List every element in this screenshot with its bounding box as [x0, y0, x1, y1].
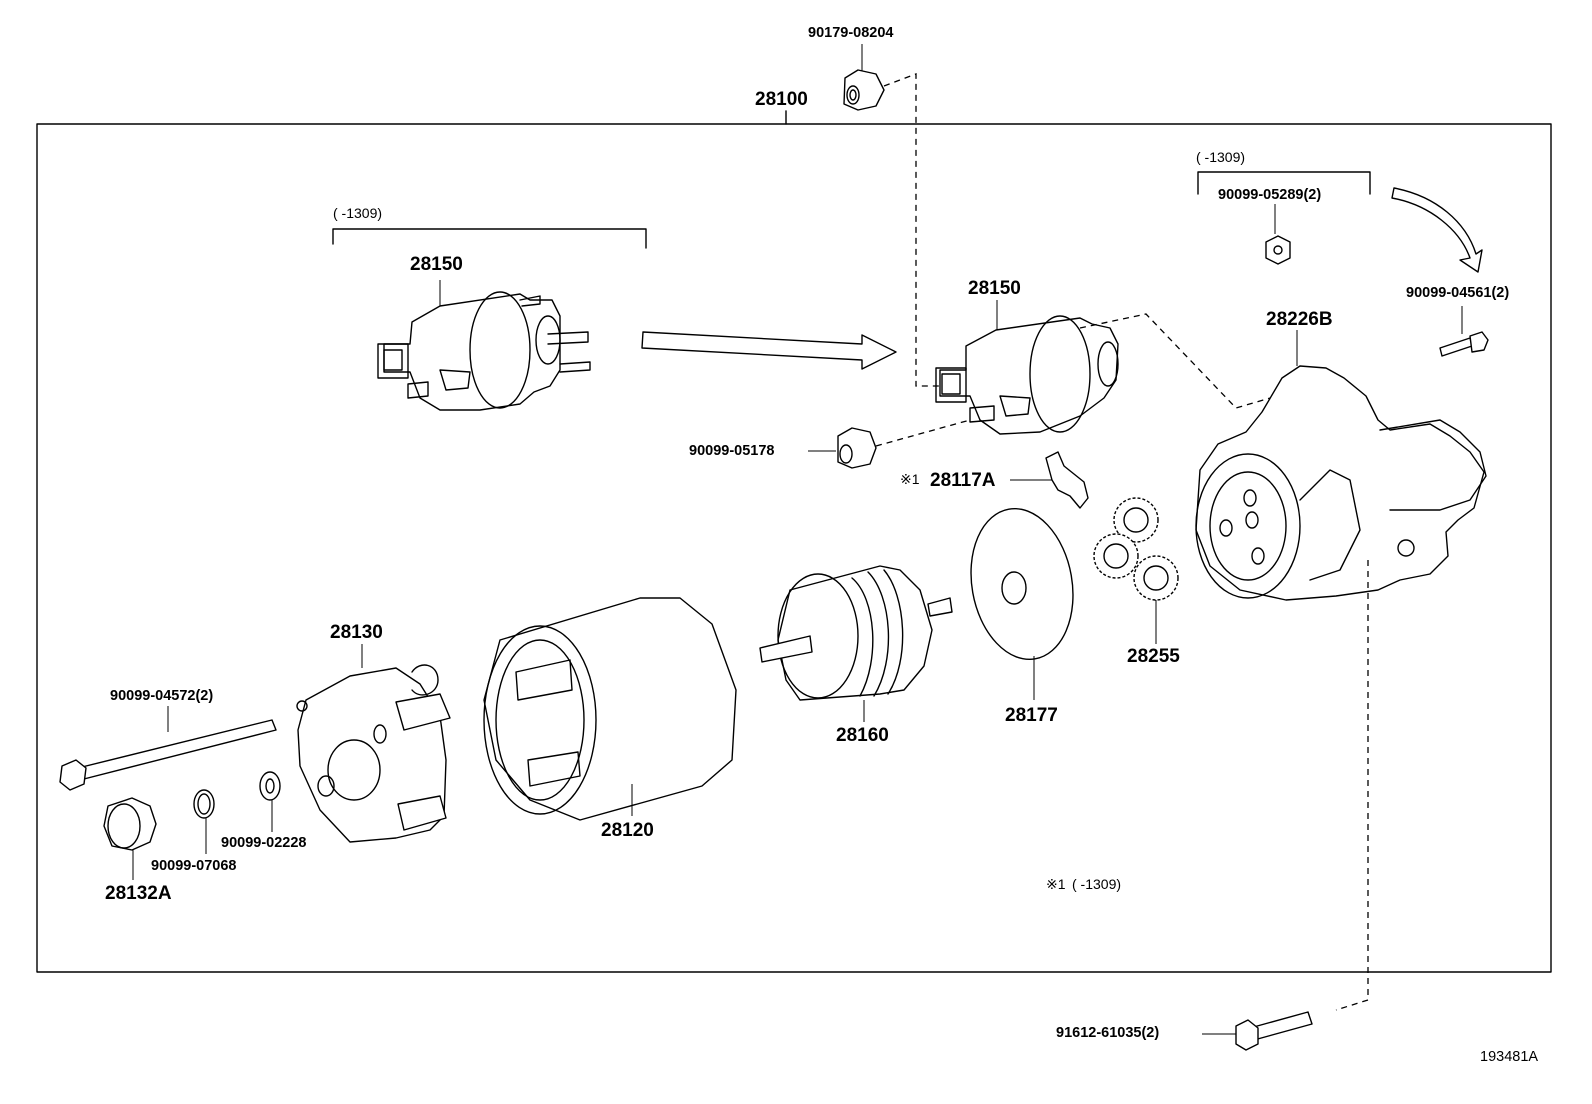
washer-90099-05178 — [808, 427, 877, 469]
label-90099-02228: 90099-02228 — [221, 835, 307, 851]
label-28226b: 28226B — [1266, 309, 1333, 330]
label-90179-08204: 90179-08204 — [808, 25, 894, 41]
label-90099-07068: 90099-07068 — [151, 858, 237, 874]
label-90099-04572: 90099-04572(2) — [110, 688, 214, 704]
label-28150-old: 28150 — [410, 254, 463, 275]
range-note-right: ( -1309) — [1196, 149, 1246, 165]
ring-90099-07068 — [193, 789, 215, 854]
label-28117a: 28117A — [930, 470, 996, 491]
bolt-90099-04561 — [1439, 306, 1489, 357]
assembly-frame — [36, 123, 1552, 973]
replacement-arrow — [641, 331, 897, 370]
solenoid-28150-old — [377, 280, 591, 411]
label-28150-new: 28150 — [968, 278, 1021, 299]
cap-28132a — [103, 797, 157, 880]
housing-28226b — [1195, 330, 1487, 601]
label-90099-04561: 90099-04561(2) — [1406, 285, 1510, 301]
through-bolt-90099-04572 — [59, 706, 277, 791]
bolt-91612-61035 — [1202, 1011, 1313, 1051]
range-note-left: ( -1309) — [333, 205, 383, 221]
label-28100: 28100 — [755, 89, 808, 110]
range-bracket-right — [1197, 171, 1371, 195]
label-28132a: 28132A — [105, 883, 172, 904]
label-28160: 28160 — [836, 725, 889, 746]
label-90099-05178: 90099-05178 — [689, 443, 775, 459]
lever-28117a — [1010, 451, 1089, 509]
planetary-gears-28255 — [1093, 497, 1179, 644]
plate-28177 — [970, 507, 1074, 700]
footnote-range: ( -1309) — [1072, 876, 1122, 892]
label-91612-61035: 91612-61035(2) — [1056, 1025, 1160, 1041]
washer-90099-02228 — [259, 771, 281, 832]
label-28130: 28130 — [330, 622, 383, 643]
armature-28160 — [759, 565, 953, 722]
curved-arrow — [1391, 187, 1483, 273]
label-28255: 28255 — [1127, 646, 1180, 667]
range-bracket-left — [332, 228, 647, 249]
solenoid-28150-new — [935, 300, 1119, 435]
diagram-id: 193481A — [1480, 1049, 1539, 1065]
end-frame-28130 — [296, 644, 451, 843]
label-28120: 28120 — [601, 820, 654, 841]
note-mark-28117a: ※1 — [900, 471, 920, 487]
footnote-mark: ※1 — [1046, 876, 1066, 892]
nut-90179-08204 — [843, 44, 885, 111]
yoke-28120 — [483, 597, 737, 821]
label-28177: 28177 — [1005, 705, 1058, 726]
label-90099-05289: 90099-05289(2) — [1218, 187, 1322, 203]
nut-90099-05289 — [1265, 204, 1291, 265]
